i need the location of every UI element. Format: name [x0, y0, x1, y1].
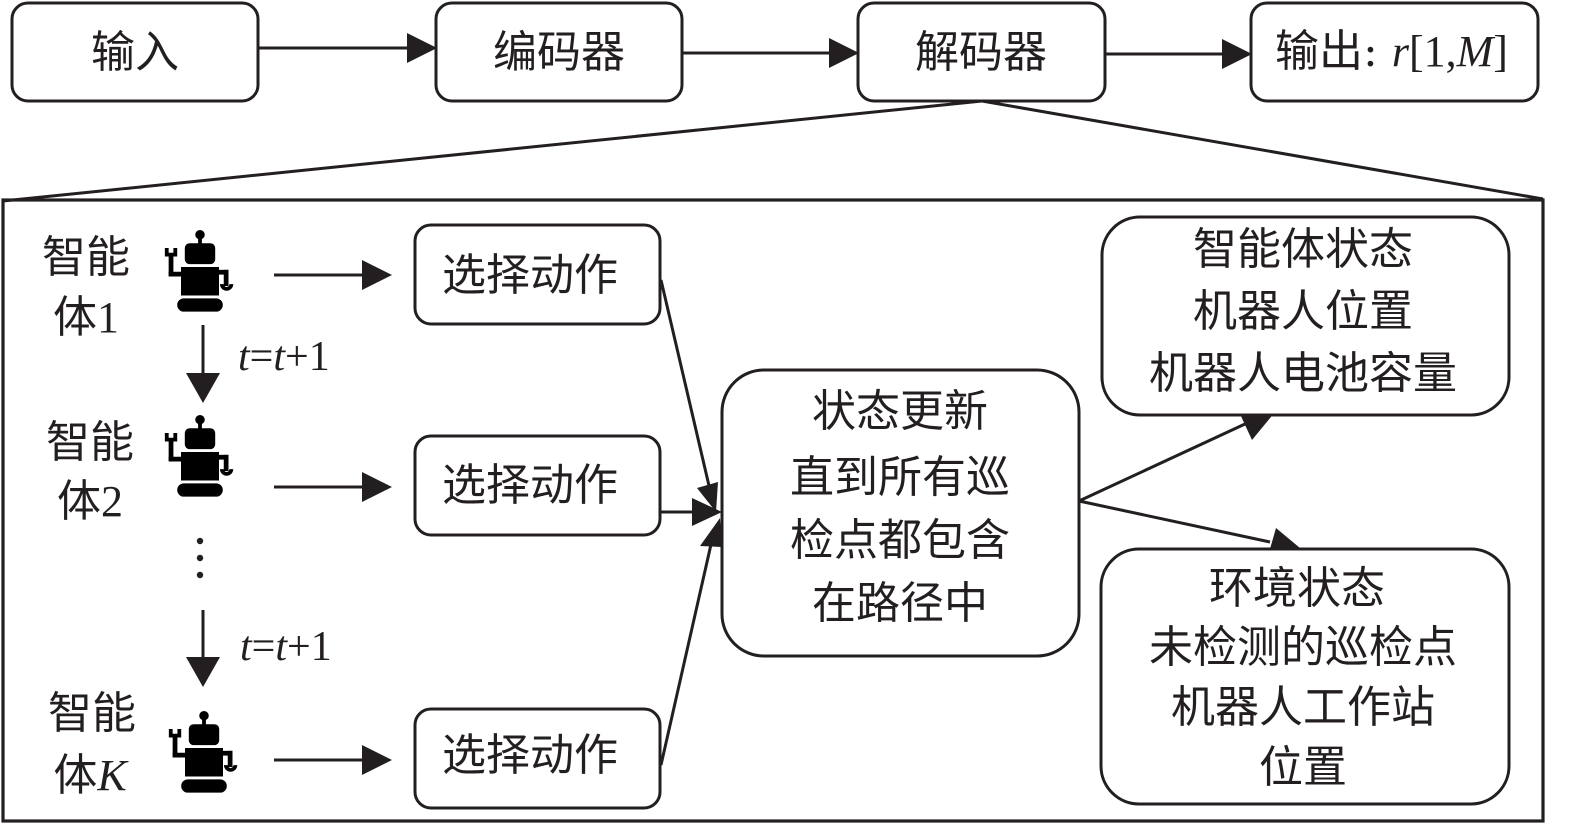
agent-2-label-line1: 智能 — [46, 417, 134, 468]
output-bracket-close: ] — [1493, 27, 1508, 76]
output-var-r: r — [1392, 27, 1410, 76]
arrow-action2-to-update — [660, 498, 722, 526]
step-arrow-2: t=t+1 — [186, 610, 332, 687]
decoder-detail-frame — [1, 198, 1545, 823]
robot-icon — [164, 414, 234, 497]
agent-state-box: 智能体状态 机器人位置 机器人电池容量 — [1100, 215, 1511, 417]
robot-icon — [168, 710, 238, 793]
state-update-box: 状态更新 直到所有巡 检点都包含 在路径中 — [720, 368, 1081, 658]
agent-k-label-line1: 智能 — [48, 688, 136, 739]
pipeline-output-label: 输出: r[1,M] — [1275, 26, 1508, 77]
output-bracket-open: [1, — [1409, 27, 1457, 76]
arrow-input-to-encoder — [258, 33, 437, 63]
arrow-update-to-agent-state — [1078, 412, 1275, 503]
step-label-1: t=t+1 — [238, 334, 330, 380]
step-label-2: t=t+1 — [240, 624, 332, 670]
agent-1-label-line2: 体1 — [53, 292, 119, 343]
agent-state-line-3: 机器人电池容量 — [1149, 348, 1457, 399]
update-line-3: 检点都包含 — [790, 515, 1010, 566]
action-box-2: 选择动作 — [413, 434, 662, 537]
arrow-decoder-to-output — [1105, 39, 1252, 69]
pipeline-decoder-label: 解码器 — [915, 27, 1047, 78]
env-state-line-1: 环境状态 — [1209, 563, 1385, 614]
action-label-1: 选择动作 — [442, 250, 618, 301]
env-state-line-2: 未检测的巡检点 — [1149, 622, 1457, 673]
pipeline-input-box: 输入 — [10, 1, 260, 103]
arrow-agent1-to-action — [274, 260, 392, 290]
zoom-connector — [2, 99, 1544, 203]
output-prefix: 输出: — [1275, 26, 1392, 77]
ellipsis-dots — [196, 537, 204, 579]
update-line-1: 状态更新 — [812, 386, 988, 437]
robot-icon — [164, 229, 234, 312]
env-state-box: 环境状态 未检测的巡检点 机器人工作站 位置 — [1099, 547, 1511, 806]
env-state-line-4: 位置 — [1259, 742, 1347, 793]
arrow-action1-to-update — [659, 279, 718, 512]
agent-k: 智能 体K — [48, 688, 238, 801]
arrow-encoder-to-decoder — [682, 38, 859, 68]
output-var-M: M — [1456, 27, 1496, 76]
arrow-agentk-to-action — [274, 745, 392, 775]
update-line-4: 在路径中 — [812, 578, 988, 629]
pipeline-encoder-label: 编码器 — [493, 27, 625, 78]
agent-state-line-1: 智能体状态 — [1193, 224, 1413, 275]
update-line-2: 直到所有巡 — [790, 452, 1010, 503]
agent-2: 智能 体2 — [46, 414, 234, 527]
pipeline-encoder-box: 编码器 — [434, 1, 684, 103]
pipeline-decoder-box: 解码器 — [856, 1, 1107, 103]
action-box-k: 选择动作 — [413, 707, 662, 810]
action-label-k: 选择动作 — [442, 730, 618, 781]
agent-k-label-line2: 体K — [53, 750, 129, 801]
agent-state-line-2: 机器人位置 — [1193, 286, 1413, 337]
step-arrow-1: t=t+1 — [186, 325, 330, 403]
pipeline-output-box: 输出: r[1,M] — [1249, 1, 1540, 103]
env-state-line-3: 机器人工作站 — [1171, 682, 1435, 733]
pipeline-input-label: 输入 — [91, 27, 179, 78]
arrow-actionk-to-update — [659, 518, 722, 766]
action-box-1: 选择动作 — [413, 223, 662, 326]
agent-1: 智能 体1 — [42, 229, 234, 343]
action-label-2: 选择动作 — [442, 460, 618, 511]
agent-1-label-line1: 智能 — [42, 232, 130, 283]
arrow-agent2-to-action — [274, 472, 392, 502]
agent-2-label-line2: 体2 — [57, 476, 123, 527]
